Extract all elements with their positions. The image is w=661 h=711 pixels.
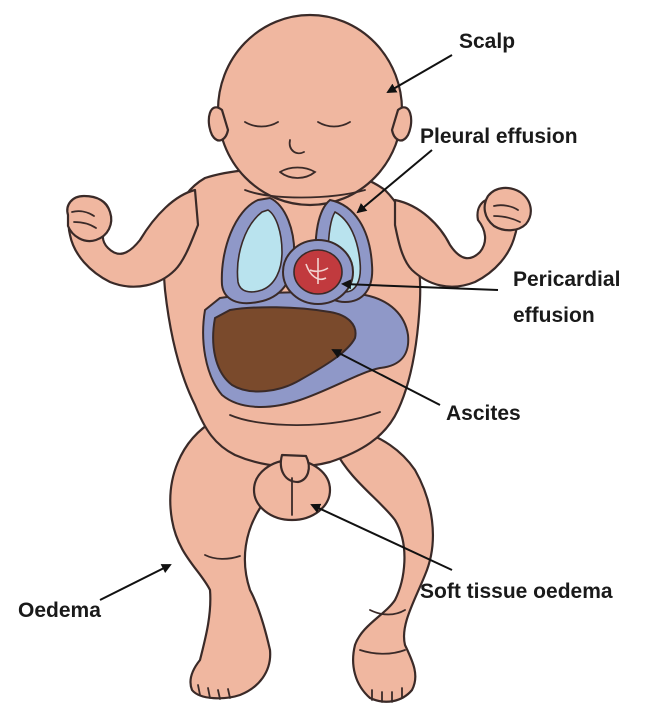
oedema-arrow: [100, 565, 170, 600]
pleural-effusion-label: Pleural effusion: [420, 125, 578, 148]
right-fist: [485, 188, 531, 230]
pericardial-effusion-label-line1: Pericardial: [513, 268, 620, 291]
soft-tissue-oedema-label: Soft tissue oedema: [420, 580, 613, 603]
scalp-label: Scalp: [459, 30, 515, 53]
scalp-arrow: [388, 55, 452, 92]
left-fist: [67, 196, 111, 241]
pericardial-effusion-label-line2: effusion: [513, 304, 595, 327]
ascites-label: Ascites: [446, 402, 521, 425]
oedema-label: Oedema: [18, 599, 101, 622]
right-leg: [335, 432, 433, 702]
head: [218, 15, 402, 205]
